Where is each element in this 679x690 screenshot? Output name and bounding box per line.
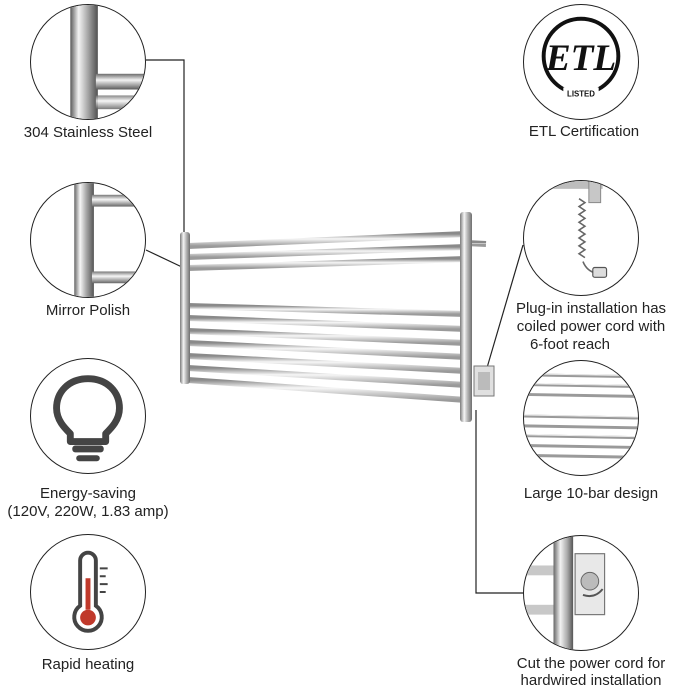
energy-saving-caption-line1: Energy-saving xyxy=(40,485,136,502)
mirror-polish-caption: Mirror Polish xyxy=(45,302,131,319)
horizontal-bars xyxy=(187,231,487,403)
hardwired-circle xyxy=(523,535,639,651)
rapid-heating-caption: Rapid heating xyxy=(41,656,135,673)
etl-listed-text: LISTED xyxy=(567,89,595,98)
plug-in-caption-line2: coiled power cord with xyxy=(516,318,666,335)
etl-circle: ETL LISTED xyxy=(523,4,639,120)
stainless-steel-circle xyxy=(30,4,146,120)
thermometer-icon xyxy=(72,550,108,633)
energy-saving-circle xyxy=(30,358,146,474)
plug-in-caption-line3: 6-foot reach xyxy=(529,336,611,353)
wall-mount-icon xyxy=(524,536,606,650)
light-bulb-icon xyxy=(53,375,123,462)
towel-warmer-image xyxy=(180,212,495,422)
etl-logo-text: ETL xyxy=(545,38,617,79)
hardwired-caption-line2: hardwired installation xyxy=(520,672,662,689)
bars-icon xyxy=(524,373,638,459)
etl-logo: ETL LISTED xyxy=(541,16,621,98)
rapid-heating-circle xyxy=(30,534,146,650)
stainless-steel-caption: 304 Stainless Steel xyxy=(23,124,153,141)
wall-bracket xyxy=(473,365,495,397)
hardwired-caption-line1: Cut the power cord for xyxy=(516,655,666,672)
steel-rod-icon xyxy=(70,5,145,119)
plug-in-caption-line1: Plug-in installation has xyxy=(515,300,667,317)
energy-saving-caption-line2: (120V, 220W, 1.83 amp) xyxy=(7,503,169,520)
mirror-polish-circle xyxy=(30,182,146,298)
etl-caption: ETL Certification xyxy=(528,123,640,140)
ten-bar-circle xyxy=(523,360,639,476)
mirror-polish-icon xyxy=(74,183,145,297)
coiled-cord-icon xyxy=(543,181,608,278)
plug-in-circle xyxy=(523,180,639,296)
ten-bar-caption: Large 10-bar design xyxy=(523,485,659,502)
